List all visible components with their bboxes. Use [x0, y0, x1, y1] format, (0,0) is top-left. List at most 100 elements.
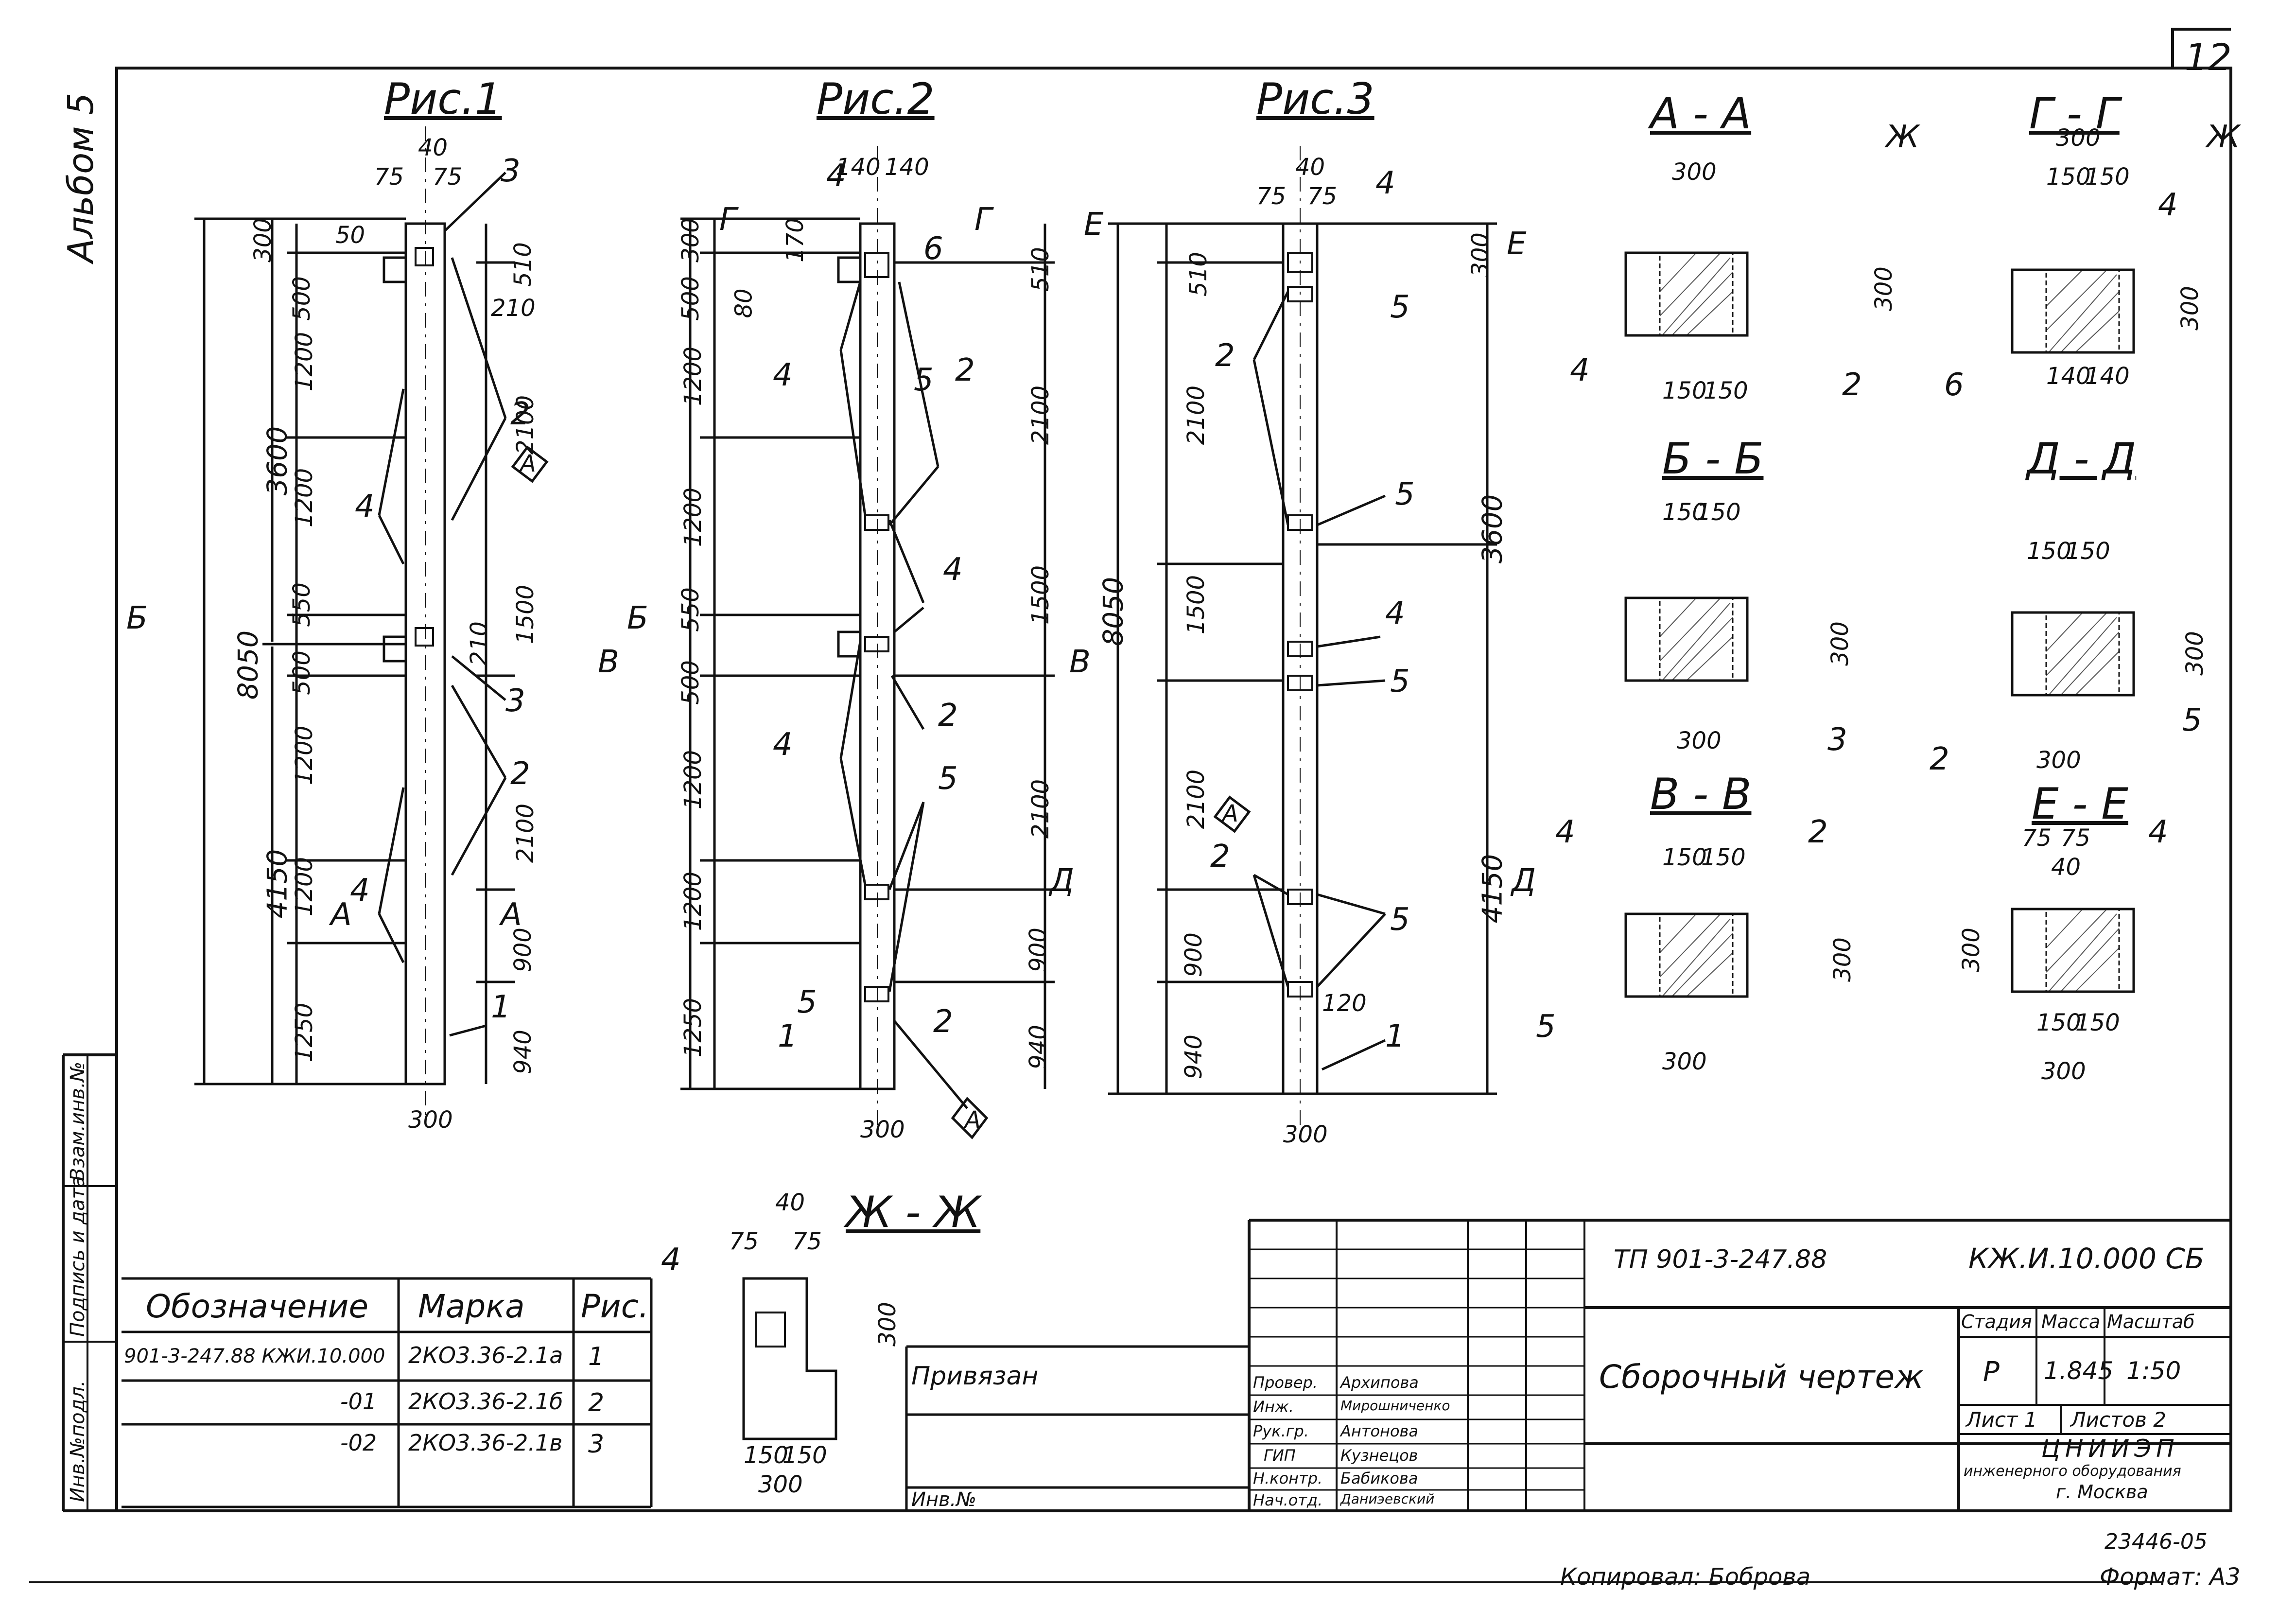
dim: 500 [677, 276, 704, 321]
tb-code: КЖ.И.10.000 СБ [1968, 1242, 2205, 1275]
callout-3: 3 [505, 683, 525, 719]
dim: 510 [1184, 252, 1212, 297]
dim: 940 [1180, 1034, 1207, 1079]
dim: 900 [509, 928, 537, 972]
dim: 300 [1283, 1121, 1328, 1148]
dim: 300 [1677, 727, 1722, 754]
copied-by: Копировал: Боброва [1560, 1563, 1811, 1591]
tb-org-sub2: г. Москва [2056, 1481, 2148, 1503]
tb-signer-name: Бабикова [1340, 1469, 1418, 1488]
dim: 300 [1957, 928, 1985, 972]
dim: 550 [288, 582, 315, 627]
dim: 40 [775, 1189, 805, 1216]
outer-frame [115, 67, 2232, 1512]
tb-org: ЦНИИЭП [2041, 1435, 2179, 1463]
tb-title: Сборочный чертеж [1599, 1358, 1924, 1396]
callout-2: 2 [1930, 741, 1949, 777]
cut-mark-g: Г [719, 202, 737, 238]
tb-signer-name: Мирошниченко [1340, 1398, 1450, 1414]
callout-5: 5 [1390, 289, 1410, 325]
dim: 1200 [291, 468, 318, 528]
callout-4: 4 [2158, 187, 2178, 223]
callout-4: 4 [1385, 595, 1405, 631]
dim: 510 [1026, 247, 1054, 292]
tb-scale-hdr: Масштаб [2107, 1311, 2195, 1332]
callout-4: 4 [2148, 814, 2168, 850]
dim: 300 [2056, 124, 2101, 152]
tb-signer-name: Антонова [1340, 1422, 1418, 1440]
dim: 120 [1322, 990, 1367, 1017]
callout-5: 5 [1390, 664, 1410, 700]
callout-4: 4 [355, 489, 375, 525]
dim: 300 [860, 1116, 905, 1143]
callout-4: 4 [1375, 165, 1395, 201]
dim-upper: 3600 [261, 426, 294, 496]
side-sign-date: Подпись и дата [67, 1175, 89, 1337]
fig2-title: Рис.2 [817, 74, 935, 124]
dim: 510 [509, 242, 537, 287]
tb-org-sub1: инженерного оборудования [1964, 1463, 2181, 1480]
dim: 140 [885, 154, 929, 181]
fig3-title: Рис.3 [1256, 74, 1374, 124]
dim: 75 [433, 163, 463, 191]
marks-row-designation: 901-3-247.88 КЖИ.10.000 [124, 1345, 385, 1367]
inventory-stamp: 23446-05 [2105, 1529, 2208, 1554]
cut-mark-g: Г [974, 202, 992, 238]
tb-sheet: Лист 1 [1966, 1408, 2037, 1432]
callout-5: 5 [2182, 702, 2202, 738]
dim: 1200 [679, 750, 707, 810]
binding-lines [905, 1345, 1249, 1511]
dim: 2100 [1027, 385, 1055, 445]
dim: 1200 [679, 346, 707, 406]
callout-4: 4 [1555, 814, 1575, 850]
dim: 300 [408, 1106, 453, 1134]
dim: 150 [2046, 163, 2091, 191]
dim: 150 [744, 1442, 788, 1469]
dim: 2100 [1183, 769, 1210, 829]
marks-header-designation: Обозначение [146, 1288, 368, 1325]
section-bb-title: Б - Б [1662, 434, 1764, 484]
dim: 550 [677, 587, 704, 632]
callout-5: 5 [1536, 1009, 1556, 1045]
callout-5: 5 [914, 362, 934, 398]
dim-lower: 4150 [1477, 854, 1509, 924]
callout-2: 2 [1215, 338, 1235, 374]
dim: 150 [2085, 163, 2130, 191]
dim: 150 [2066, 538, 2110, 565]
dim: 1500 [1183, 575, 1210, 635]
callout-2: 2 [938, 698, 958, 734]
dim: 50 [335, 222, 365, 249]
dim: 150 [2036, 1009, 2081, 1036]
callout-6: 6 [923, 231, 943, 267]
format-label: Формат: А3 [2100, 1563, 2241, 1591]
dim-lower: 4150 [261, 849, 294, 919]
dim: 210 [465, 621, 493, 666]
marks-row-mark: 2КО3.36-2.1в [408, 1430, 563, 1456]
dim: 75 [1256, 183, 1287, 210]
dim: 2100 [1183, 385, 1210, 445]
dim: 170 [781, 218, 809, 262]
callout-2: 2 [1210, 839, 1230, 875]
callout-5: 5 [1395, 476, 1415, 512]
dim: 2100 [512, 803, 539, 863]
dim: 300 [873, 1302, 901, 1347]
dim: 1200 [679, 871, 707, 931]
callout-1: 1 [1385, 1018, 1405, 1054]
dim: 1200 [291, 332, 318, 392]
marks-row-fig: 3 [588, 1430, 605, 1459]
cut-mark-d: Д [1050, 863, 1074, 899]
marks-row-mark: 2КО3.36-2.1а [408, 1342, 563, 1368]
side-replace-inv: Взам.инв.№ [67, 1061, 89, 1181]
dim: 300 [677, 218, 704, 262]
marks-row-designation: -01 [340, 1388, 377, 1415]
callout-5: 5 [797, 984, 817, 1020]
marks-header-mark: Марка [418, 1288, 525, 1325]
dim: 210 [491, 295, 536, 322]
callout-1: 1 [778, 1018, 798, 1054]
binding-label: Привязан [911, 1362, 1039, 1391]
callout-4: 4 [661, 1242, 681, 1278]
tb-signer-name: Архипова [1340, 1373, 1419, 1392]
dim: 900 [1180, 932, 1207, 977]
dim: 75 [2061, 824, 2091, 852]
